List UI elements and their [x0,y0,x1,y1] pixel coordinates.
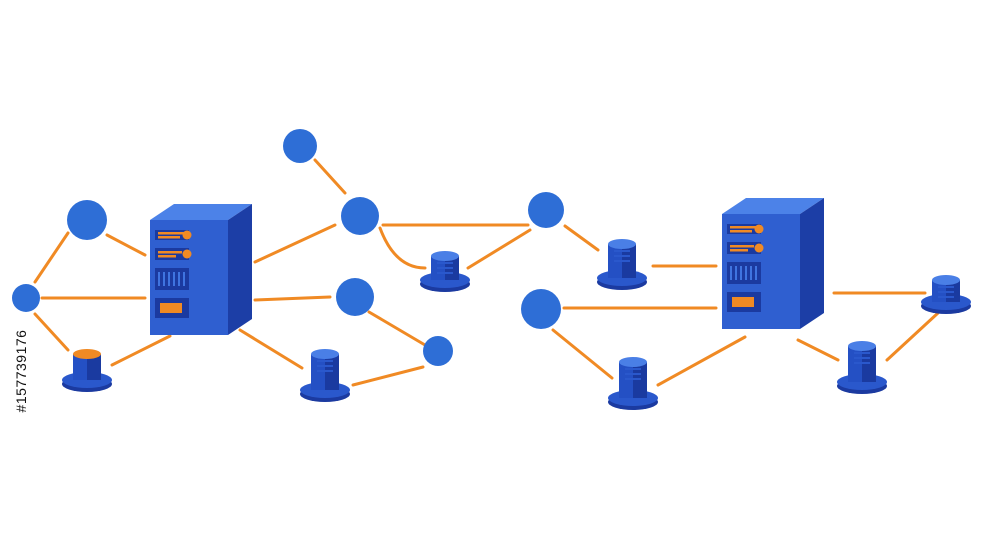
disk-stripe [437,267,453,269]
server-light [182,230,192,240]
server-panel [727,224,761,234]
connection-line [313,158,347,195]
storage-disk-icon [597,239,647,290]
server-accent [158,255,176,258]
connection-line [238,328,304,370]
server-vent [745,266,747,280]
disk-top [608,239,636,249]
storage-disk-icon [300,349,350,402]
server-vent [168,272,170,286]
connection-line [378,226,427,270]
storage-disk-icon [837,341,887,394]
servers [150,198,824,335]
server-accent [732,297,754,307]
connection-line [796,338,840,362]
connection-line [33,312,70,352]
disk-top [848,341,876,351]
storage-disk-icon [608,357,658,410]
stock-id-watermark: #157739176 [13,329,29,413]
connection-line [885,311,940,362]
connection-line [351,365,425,387]
disk-stripe [317,360,333,362]
disk-stripe [625,373,641,375]
server-vent [163,272,165,286]
connection-line [105,233,147,257]
network-nodes [12,129,564,366]
disk-top [73,349,101,359]
connection-line [466,228,532,270]
server-rack-icon [150,204,252,335]
disk-stripe [938,291,954,293]
disk-top [619,357,647,367]
disk-stripe [854,352,870,354]
server-light [182,249,192,259]
connection-line [110,334,172,367]
server-vent [178,272,180,286]
network-node-icon [528,192,564,228]
storage-units [62,239,971,410]
server-side [228,204,252,335]
disk-top [431,251,459,261]
disk-stripe [854,362,870,364]
server-accent [158,236,180,239]
disk-stripe [437,272,453,274]
disk-stripe [614,250,630,252]
connection-line [367,310,427,347]
disk-body-side [87,354,101,380]
server-side [800,198,824,329]
disk-top [311,349,339,359]
disk-stripe [614,255,630,257]
server-vent [183,272,185,286]
server-vent [730,266,732,280]
disk-top [932,275,960,285]
network-node-icon [341,197,379,235]
network-node-icon [283,129,317,163]
server-vent [755,266,757,280]
disk-stripe [938,286,954,288]
server-panel [155,230,189,240]
disk-stripe [938,296,954,298]
server-vent [750,266,752,280]
storage-disk-icon [921,275,971,314]
connection-line [563,224,600,252]
server-vent [158,272,160,286]
disk-stripe [625,368,641,370]
storage-disk-icon [62,349,112,392]
connection-line [33,231,70,284]
network-node-icon [67,200,107,240]
disk-stripe [625,378,641,380]
server-accent [730,249,748,252]
server-light [754,243,764,253]
server-accent [730,230,752,233]
connection-line [656,335,747,387]
disk-stripe [614,260,630,262]
disk-stripe [317,365,333,367]
server-accent [158,251,182,254]
server-accent [730,226,758,229]
server-rack-icon [722,198,824,329]
server-accent [730,245,754,248]
server-accent [158,232,186,235]
network-node-icon [12,284,40,312]
connection-line [551,328,614,380]
network-node-icon [423,336,453,366]
server-top [150,204,252,220]
server-accent [160,303,182,313]
server-vent [740,266,742,280]
disk-stripe [854,357,870,359]
disk-stripe [317,370,333,372]
disk-stripe [437,262,453,264]
connection-links [33,158,940,387]
network-node-icon [336,278,374,316]
connection-line [253,295,332,302]
connection-line [253,223,337,264]
server-vent [173,272,175,286]
storage-disk-icon [420,251,470,292]
network-node-icon [521,289,561,329]
server-vent [735,266,737,280]
server-light [754,224,764,234]
server-top [722,198,824,214]
